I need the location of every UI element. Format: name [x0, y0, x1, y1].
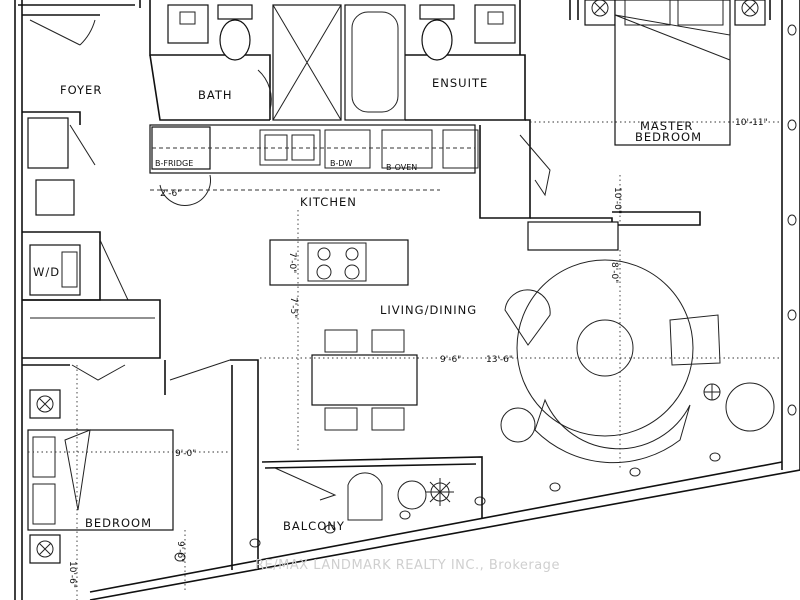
dining-set: [311, 329, 418, 431]
label-oven: B-OVEN: [386, 163, 417, 172]
dim-bedroom-width: 9'-0": [175, 449, 196, 459]
foyer-area: [22, 14, 100, 216]
label-bedroom: BEDROOM: [85, 516, 152, 530]
dim-bedroom-depth-a: 10'-6": [67, 561, 77, 588]
dim-bedroom-depth-b: 9'-6": [175, 541, 185, 562]
dim-living-width-a: 9'-6": [440, 355, 461, 365]
bathtub: [344, 4, 406, 121]
brokerage-watermark: RE/MAX LANDMARK REALTY INC., Brokerage: [255, 558, 560, 573]
dim-living-width-b: 13'-6": [486, 355, 513, 365]
kitchen-area: [149, 124, 479, 206]
label-ensuite: ENSUITE: [432, 76, 488, 90]
plant-icon: [426, 478, 454, 506]
label-foyer: FOYER: [60, 83, 102, 97]
kitchen-island: [269, 239, 409, 286]
label-dishwasher: B-DW: [330, 159, 353, 168]
dim-master-width: 10'-11": [735, 118, 768, 128]
label-kitchen: KITCHEN: [300, 195, 357, 209]
label-balcony: BALCONY: [283, 519, 345, 533]
label-master-bedroom-1: MASTER: [640, 119, 693, 133]
dim-kitchen-width: 2'-6": [160, 189, 181, 199]
label-living-dining: LIVING/DINING: [380, 303, 477, 317]
label-master-bedroom-2: BEDROOM: [635, 130, 702, 144]
dim-island-depth: 7'-0": [287, 252, 297, 273]
dim-living-depth: 8'-0": [609, 262, 619, 283]
label-wd: W/D: [33, 265, 60, 279]
exterior-walls: [14, 0, 800, 600]
label-bath: BATH: [198, 88, 233, 102]
balcony-area: [261, 456, 483, 521]
living-seating: [500, 259, 775, 464]
bath-room: [149, 0, 272, 121]
ensuite-room: [405, 0, 526, 121]
shower: [272, 4, 342, 121]
dim-master-depth: 10'-0": [612, 187, 622, 214]
dimension-lines: [28, 121, 780, 600]
bedroom-area: [22, 359, 259, 570]
window-markers: [174, 24, 797, 562]
master-bedroom: [479, 0, 766, 251]
dim-dining-depth: 7'-5": [288, 297, 298, 318]
label-fridge: B-FRIDGE: [155, 159, 193, 168]
laundry-closet: [22, 231, 161, 359]
